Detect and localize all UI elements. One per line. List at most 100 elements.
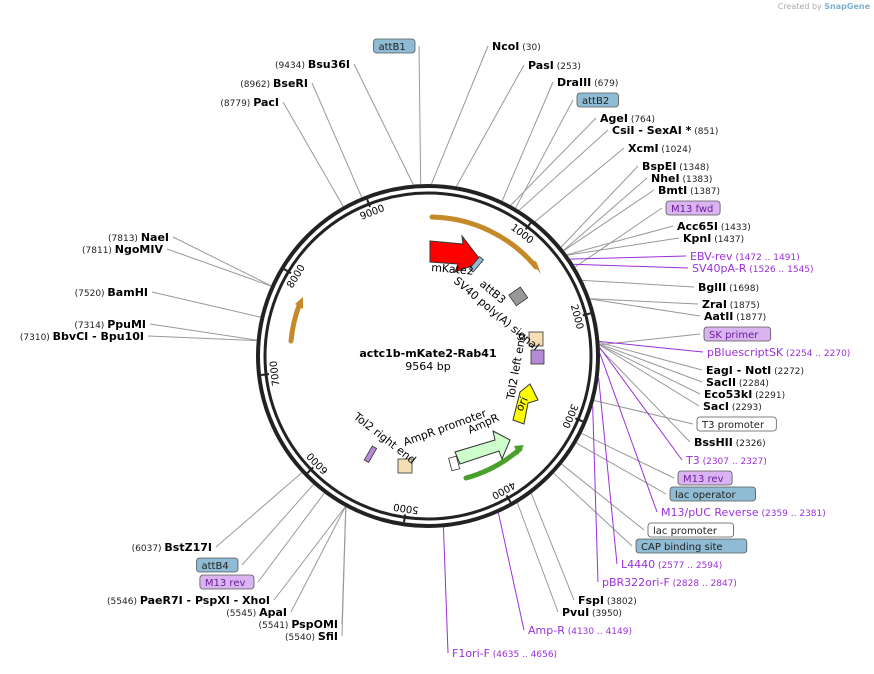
site-box-label: M13 rev: [205, 578, 246, 589]
leader-line: [290, 506, 346, 613]
primer-label: L4440 (2577 .. 2594): [621, 558, 722, 571]
leader-line: [573, 263, 689, 269]
leader-line: [582, 279, 695, 288]
leader-line: [166, 248, 272, 287]
enzyme-label: (6037) BstZ17I: [132, 541, 212, 554]
site-label: AgeI (764): [600, 112, 655, 125]
enzyme-label: BglII (1698): [698, 281, 759, 294]
site-label: (7811) NgoMIV: [82, 243, 163, 256]
leader-line: [560, 165, 639, 248]
site-label: KpnI (1437): [683, 232, 744, 245]
enzyme-label: AatII (1877): [704, 310, 766, 323]
enzyme-label: BspEI (1348): [642, 160, 709, 173]
tick-label: 7000: [269, 360, 283, 387]
ampr-promoter-feature: [448, 455, 461, 472]
leader-line: [599, 342, 703, 371]
site-label: (6037) BstZ17I: [132, 541, 212, 554]
site-label: DraIII (679): [557, 76, 618, 89]
site-box-label: lac operator: [675, 490, 736, 501]
tick-label: 5000: [393, 501, 420, 516]
tick-label: 8000: [285, 263, 308, 290]
site-label: T3 (2307 .. 2327): [685, 454, 767, 467]
site-box: [669, 486, 756, 502]
site-label: ZraI (1875): [702, 298, 760, 311]
backbone-outer: [256, 184, 600, 528]
orf-arrow-bottom: [463, 446, 523, 481]
site-label: NheI (1383): [651, 172, 712, 185]
orf-arrow-top: [429, 214, 539, 270]
site-label: (5545) ApaI: [226, 606, 287, 619]
site-label: BmtI (1387): [658, 184, 720, 197]
primer-label: M13/pUC Reverse (2359 .. 2381): [661, 506, 826, 519]
site-label: attB2: [576, 92, 619, 108]
leader-line: [257, 492, 325, 583]
enzyme-label: (7520) BamHI: [75, 286, 148, 299]
leader-line: [456, 64, 525, 187]
enzyme-label: KpnI (1437): [683, 232, 744, 245]
enzyme-label: (9434) Bsu36I: [275, 58, 350, 71]
ori-feature: [512, 383, 539, 425]
leader-line: [172, 236, 272, 287]
primer-label: pBR322ori-F (2828 .. 2847): [602, 576, 737, 589]
site-box-label: M13 fwd: [671, 204, 713, 215]
plasmid-name: actc1b-mKate2-Rab41: [359, 347, 496, 360]
site-label: PvuI (3950): [562, 606, 622, 619]
leader-line: [273, 506, 346, 601]
site-label: CAP binding site: [635, 538, 748, 554]
enzyme-label: NheI (1383): [651, 172, 712, 185]
primer-label: EBV-rev (1472 .. 1491): [690, 250, 800, 263]
site-box-label: M13 rev: [683, 474, 724, 485]
leader-line: [510, 117, 597, 206]
site-label: PasI (253): [528, 59, 581, 72]
leader-line: [599, 344, 701, 395]
leader-line: [149, 323, 257, 341]
leader-line: [567, 237, 680, 256]
site-label: XcmI (1024): [628, 142, 691, 155]
site-label: lac operator: [669, 486, 756, 502]
site-label: Acc65I (1433): [677, 220, 751, 233]
site-label: SK primer: [703, 326, 772, 342]
site-label: (5546) PaeR7I - PspXI - XhoI: [107, 594, 270, 607]
site-label: EBV-rev (1472 .. 1491): [690, 250, 800, 263]
site-label: (7520) BamHI: [75, 286, 148, 299]
tick-mark: [524, 222, 532, 230]
site-box: [635, 538, 748, 554]
leader-line: [563, 177, 648, 251]
leader-line: [599, 343, 703, 383]
leader-line: [442, 527, 449, 654]
ampr-feature: [454, 430, 511, 465]
site-label: Amp-R (4130 .. 4149): [528, 624, 632, 637]
site-box: [696, 416, 777, 432]
site-label: (8962) BseRI: [240, 77, 308, 90]
site-label: T3 promoter: [696, 416, 777, 432]
enzyme-label: (7811) NgoMIV: [82, 243, 163, 256]
site-box-label: SK primer: [709, 330, 759, 341]
site-box-label: T3 promoter: [701, 420, 765, 431]
site-label: (5541) PspOMI: [259, 618, 338, 631]
snapgene-watermark: Created by SnapGene: [778, 2, 870, 11]
site-box: [703, 326, 772, 342]
tick-mark: [260, 373, 270, 377]
leader-line: [592, 405, 599, 583]
enzyme-label: (5545) ApaI: [226, 606, 287, 619]
leader-line: [147, 335, 257, 342]
plasmid-length: 9564 bp: [405, 360, 450, 373]
site-label: AatII (1877): [704, 310, 766, 323]
watermark-prefix: Created by: [777, 2, 822, 11]
site-label: (8779) PacI: [220, 96, 279, 109]
enzyme-label: EagI - NotI (2272): [706, 364, 804, 377]
leader-line: [576, 442, 667, 495]
enzyme-label: PasI (253): [528, 59, 581, 72]
leader-line: [534, 147, 625, 222]
leader-line: [599, 344, 700, 407]
primer-label: F1ori-F (4635 .. 4656): [452, 647, 557, 660]
leader-line: [241, 484, 314, 566]
tick-mark: [306, 466, 314, 474]
site-label: (7314) PpuMI: [74, 318, 146, 331]
leader-line: [311, 82, 363, 198]
leader-line: [594, 399, 694, 425]
site-label: M13 rev: [199, 574, 255, 590]
leader-line: [599, 348, 691, 443]
site-box-label: lac promoter: [653, 526, 718, 537]
tick-mark: [574, 417, 584, 423]
